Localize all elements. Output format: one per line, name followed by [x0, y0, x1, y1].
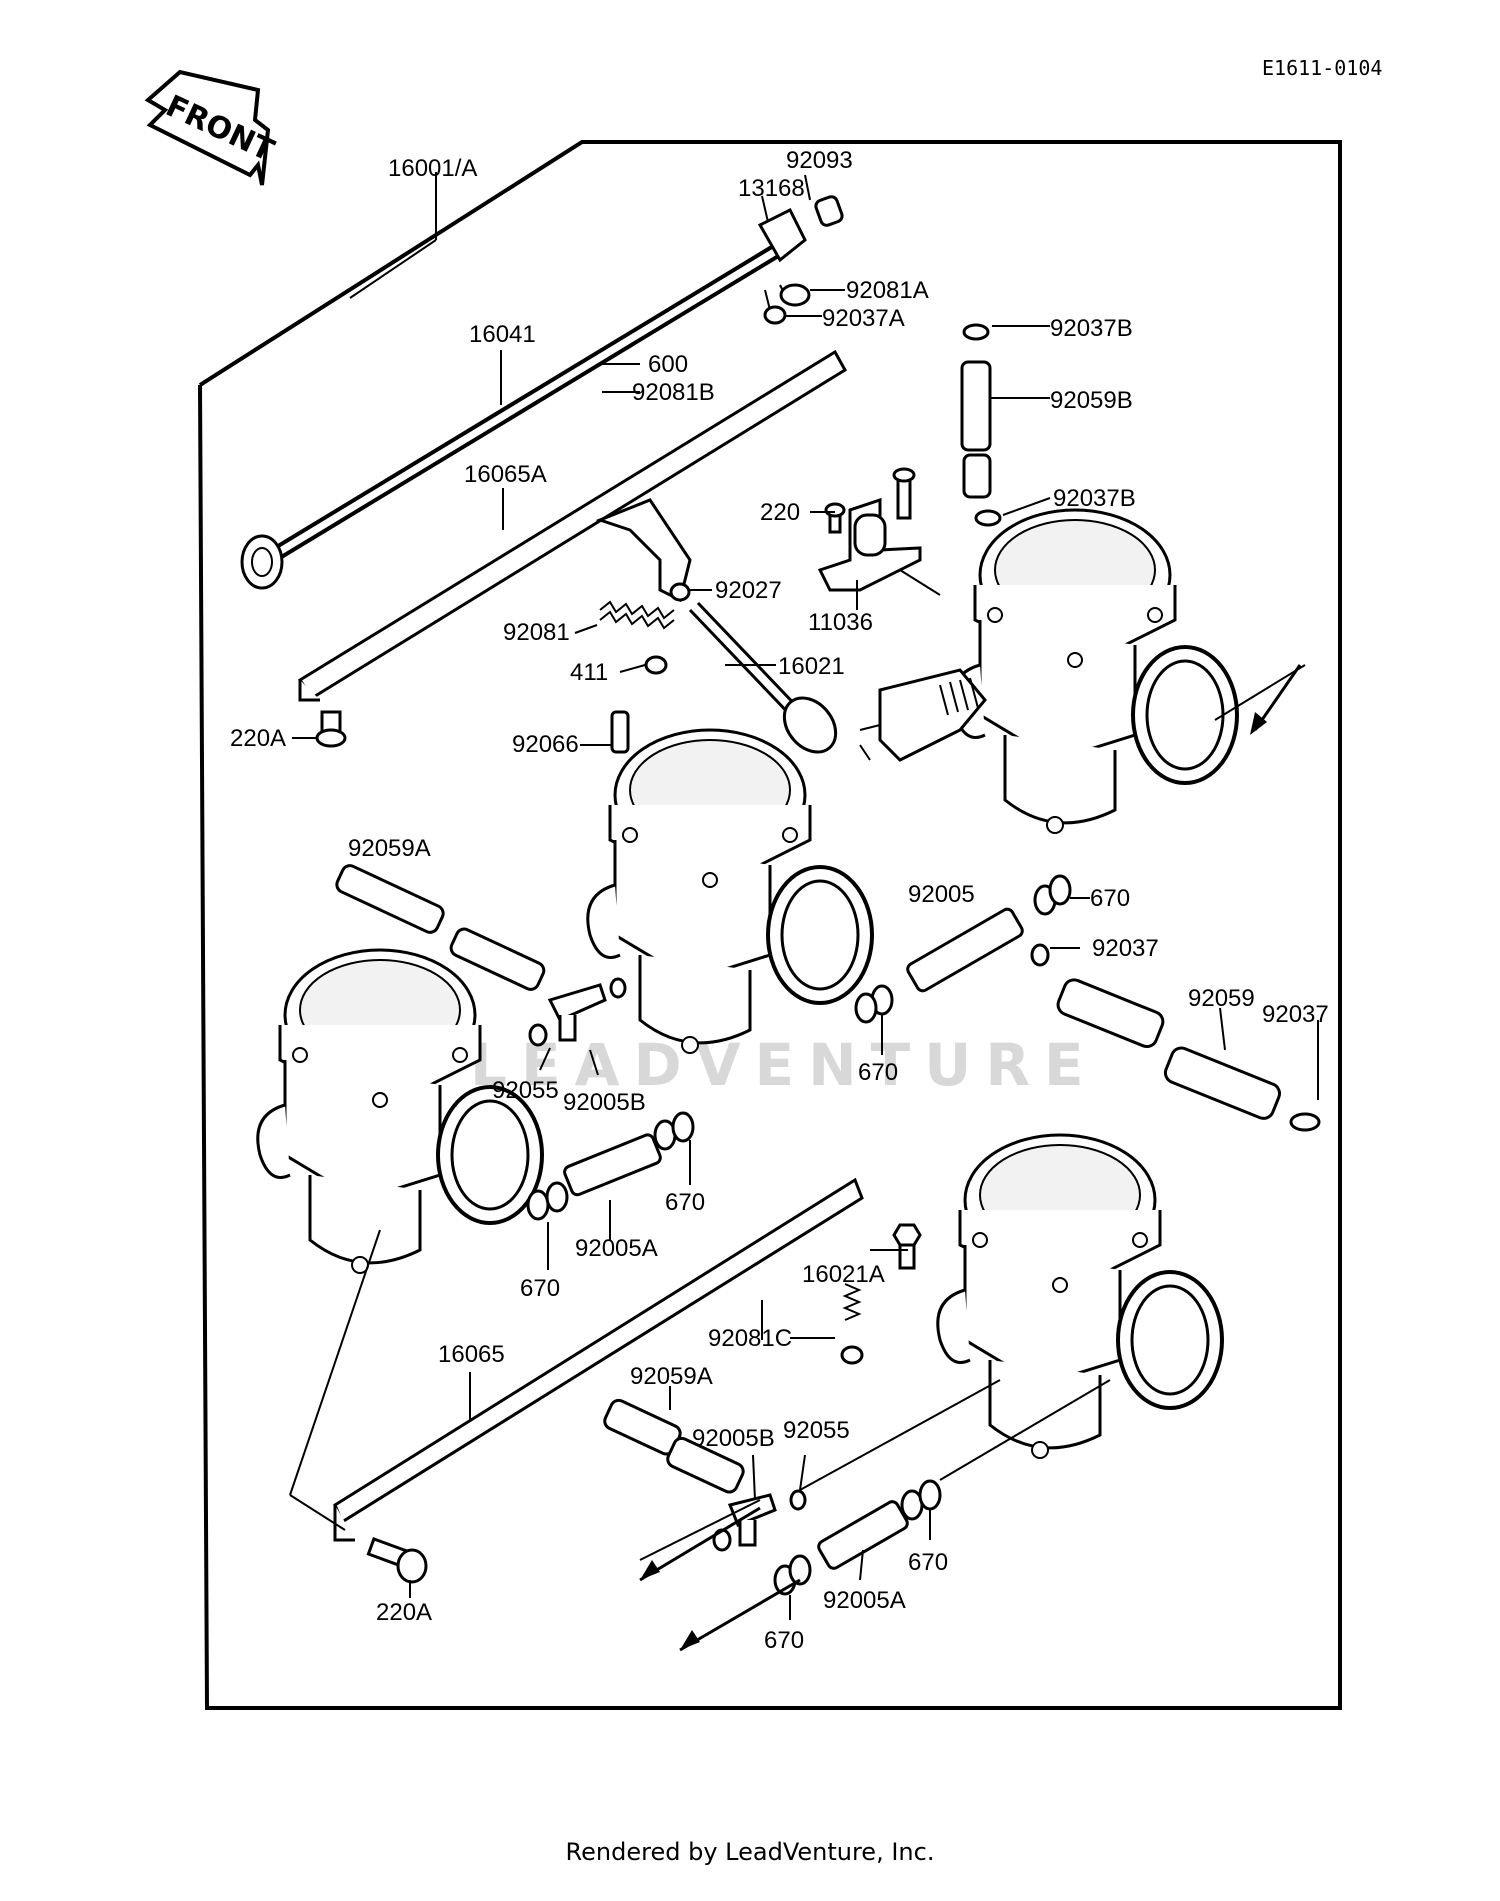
callout-92037-b: 92037: [1262, 1001, 1329, 1028]
callout-16065: 16065: [438, 1341, 505, 1368]
adjust-screw-16021A: [840, 1223, 922, 1365]
choke-assembly: [859, 668, 987, 762]
callout-92066: 92066: [512, 731, 579, 758]
callout-600: 600: [648, 351, 688, 378]
callout-220A-upper: 220A: [230, 725, 286, 752]
callout-92081: 92081: [503, 619, 570, 646]
callout-92037-a: 92037: [1092, 935, 1159, 962]
callout-92059A-upper: 92059A: [348, 835, 431, 862]
callout-92005B-lower: 92005B: [692, 1425, 775, 1452]
callout-13168: 13168: [738, 175, 805, 202]
callout-92005A-upper: 92005A: [575, 1235, 658, 1262]
callout-92055-lower: 92055: [783, 1417, 850, 1444]
callout-670-d: 670: [520, 1275, 560, 1302]
callout-92037B-top: 92037B: [1050, 315, 1133, 342]
callout-92081A: 92081A: [846, 277, 929, 304]
callout-92059B: 92059B: [1050, 387, 1133, 414]
callout-411: 411: [570, 659, 608, 686]
carburetor-1: [950, 508, 1239, 835]
spring-92081: [599, 600, 675, 630]
cable-bracket: [817, 467, 922, 592]
screw-220A-upper: [315, 710, 347, 748]
callout-16021A: 16021A: [802, 1261, 885, 1288]
assembly-outline: [198, 140, 1342, 1710]
callout-670-f: 670: [764, 1627, 804, 1654]
nut-92027: [669, 582, 691, 602]
callout-92081B: 92081B: [632, 379, 715, 406]
throttle-shaft: [240, 243, 782, 590]
callout-16021: 16021: [778, 653, 845, 680]
callout-16065A: 16065A: [464, 461, 547, 488]
diagram-id: E1611-0104: [1262, 56, 1383, 80]
front-arrow-icon: FRONT: [144, 69, 280, 186]
callout-16041: 16041: [469, 321, 536, 348]
callout-92027: 92027: [715, 577, 782, 604]
callout-92005B-upper: 92005B: [563, 1089, 646, 1116]
tube-92005A-left: [526, 1111, 695, 1221]
leader-lines: [292, 172, 1319, 1620]
callout-670-e: 670: [908, 1549, 948, 1576]
hose-92059A-lower: [603, 1398, 745, 1494]
clip-92037B-mid: [974, 509, 1002, 527]
fitting-92005B-upper: [528, 977, 627, 1047]
arrow-icons: [639, 664, 1302, 1652]
washer-411: [644, 655, 668, 675]
callout-92093: 92093: [786, 147, 853, 174]
callout-670-a: 670: [1090, 885, 1130, 912]
hose-92059A-upper: [335, 864, 546, 991]
pin-92066: [610, 710, 630, 754]
watermark: LEADVENTURE: [470, 1031, 1098, 1099]
bracket-bar-upper: [297, 349, 848, 702]
bracket-bar-lower: [333, 1177, 864, 1542]
carburetor-2: [585, 728, 874, 1055]
hose-92059-right: [1056, 978, 1321, 1132]
callout-220A-lower: 220A: [376, 1599, 432, 1626]
callout-92059A-lower: 92059A: [630, 1363, 713, 1390]
fitting-92005B-lower: [712, 1489, 807, 1552]
tube-92005: [854, 874, 1072, 1024]
alignment-lines: [289, 569, 1306, 1561]
callout-670-b: 670: [858, 1059, 898, 1086]
footer-text: Rendered by LeadVenture, Inc.: [565, 1838, 935, 1866]
callout-92037A: 92037A: [822, 305, 905, 332]
carburetor-4: [935, 1133, 1224, 1460]
callout-16001A: 16001/A: [388, 155, 477, 182]
carburetor-3: [255, 948, 544, 1275]
hose-92059B-upper: [960, 360, 992, 452]
callout-92059: 92059: [1188, 985, 1255, 1012]
tube-92005A-lower: [773, 1479, 942, 1596]
screw-220A-lower: [366, 1537, 428, 1584]
link-lever: [757, 195, 844, 325]
callout-670-c: 670: [665, 1189, 705, 1216]
callout-92005A-lower: 92005A: [823, 1587, 906, 1614]
callout-220: 220: [760, 499, 800, 526]
callout-92081C: 92081C: [708, 1325, 792, 1352]
callout-92037B-mid: 92037B: [1053, 485, 1136, 512]
clip-92037B-top: [962, 323, 990, 341]
callout-11036: 11036: [808, 609, 873, 636]
callout-92005: 92005: [908, 881, 975, 908]
hose-92059B-lower: [962, 453, 992, 499]
callout-92055-upper: 92055: [492, 1077, 559, 1104]
